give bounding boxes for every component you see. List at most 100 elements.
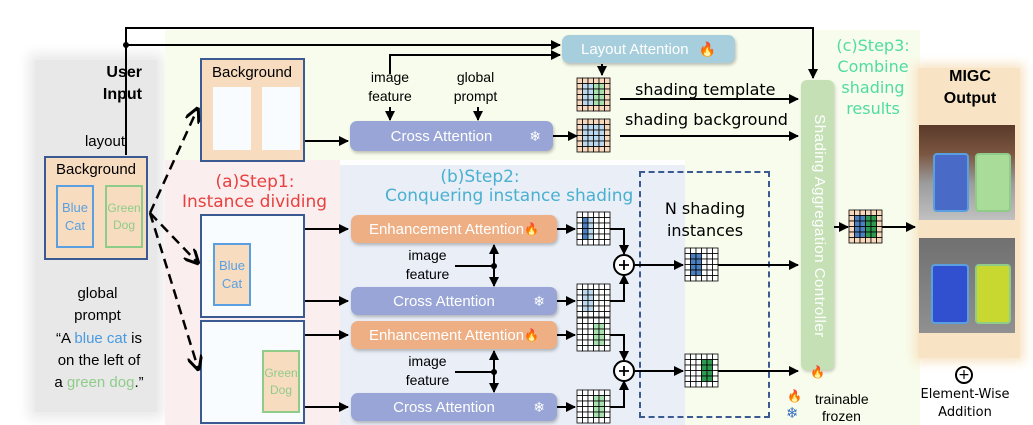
grid-cell [587,345,594,352]
addition-legend-icon: + [955,366,973,384]
grid-cell [706,269,713,276]
grid-cell [587,135,594,142]
grid-cell [712,269,719,276]
grid-cell [598,129,605,136]
grid-cell [604,77,611,84]
grid-cell [712,264,719,271]
grid-cell [587,129,594,136]
grid-cell [706,381,713,388]
grid-cell [604,99,611,106]
grid-cell [598,135,605,142]
grid-cell [587,217,594,224]
n-shading-instances-label: N shading instances [664,199,746,240]
grid-cell [701,381,708,388]
grid-cell [604,395,611,402]
grid-cell [695,359,702,366]
grid-cell [876,231,883,238]
grid-cell [604,118,611,125]
enhancement-attention-block-2: Enhancement Attention 🔥 [351,321,557,349]
grid-cell [848,220,855,227]
grid-cell [870,215,877,222]
grid-cell [587,140,594,147]
grid-cell [701,364,708,371]
grid-cell [690,375,697,382]
grid-cell [684,381,691,388]
grid-cell [598,88,605,95]
snowflake-icon: ❄ [529,127,541,144]
image-feature-label-1: image feature [405,247,450,282]
prompt-text: “A blue cat is on the left of a green do… [40,328,158,394]
shading-background-grid [576,118,611,153]
prompt-part: .” [134,374,144,391]
grid-cell [593,94,600,101]
grid-cell [593,317,600,324]
grid-cell [593,339,600,346]
grid-cell [604,417,611,424]
grid-cell [576,400,583,407]
grid-cell [701,247,708,254]
grid-cell [690,353,697,360]
instance-green-dog: Green Dog [262,350,300,413]
image-feature-to-layout [389,50,561,74]
grid-cell [582,233,589,240]
grid-cell [593,146,600,153]
grid-cell [593,233,600,240]
grid-cell [865,231,872,238]
step3-title: (c)Step3: [836,36,910,55]
grid-cell [598,389,605,396]
blue-cat-figure [933,153,969,212]
grid-cell [598,300,605,307]
grid-cell [690,370,697,377]
grid-cell [701,353,708,360]
step1-background-label: Background [211,64,293,81]
grid-cell [598,105,605,112]
grid-cell [576,294,583,301]
grid-cell [576,135,583,142]
grid-cell [576,339,583,346]
grid-cell [587,94,594,101]
grid-cell [587,283,594,290]
masked-region [213,87,251,150]
grid-cell [695,253,702,260]
grid-cell [684,253,691,260]
grid-cell [593,328,600,335]
grid-cell [598,233,605,240]
grid-cell [587,323,594,330]
grid-cell [604,305,611,312]
grid-cell [870,231,877,238]
snowflake-icon: ❄ [786,404,799,422]
grid-cell [576,105,583,112]
output-image-2 [919,238,1015,333]
grid-cell [876,226,883,233]
top-global-prompt-label: global prompt [453,69,498,104]
grid-cell [695,269,702,276]
grid-cell [593,294,600,301]
grid-cell [690,381,697,388]
grid-cell [706,359,713,366]
grid-cell [598,323,605,330]
grid-cell [695,370,702,377]
global-prompt-label: global prompt [74,285,121,324]
grid-cell [706,247,713,254]
grid-cell [593,135,600,142]
grid-cell [593,118,600,125]
cross-attention-label: Cross Attention [393,292,495,310]
grid-cell [576,239,583,246]
grid-cell [859,231,866,238]
grid-cell [690,253,697,260]
grid-cell [604,94,611,101]
grid-cell [690,258,697,265]
grid-cell [587,118,594,125]
grid-cell [576,317,583,324]
grid-cell [854,209,861,216]
grid-cell [587,311,594,318]
grid-cell [604,289,611,296]
grid-cell [604,239,611,246]
grid-cell [695,264,702,271]
grid-cell [712,275,719,282]
grid-cell [712,375,719,382]
grid-cell [576,118,583,125]
grid-cell [684,375,691,382]
grid-cell [598,118,605,125]
